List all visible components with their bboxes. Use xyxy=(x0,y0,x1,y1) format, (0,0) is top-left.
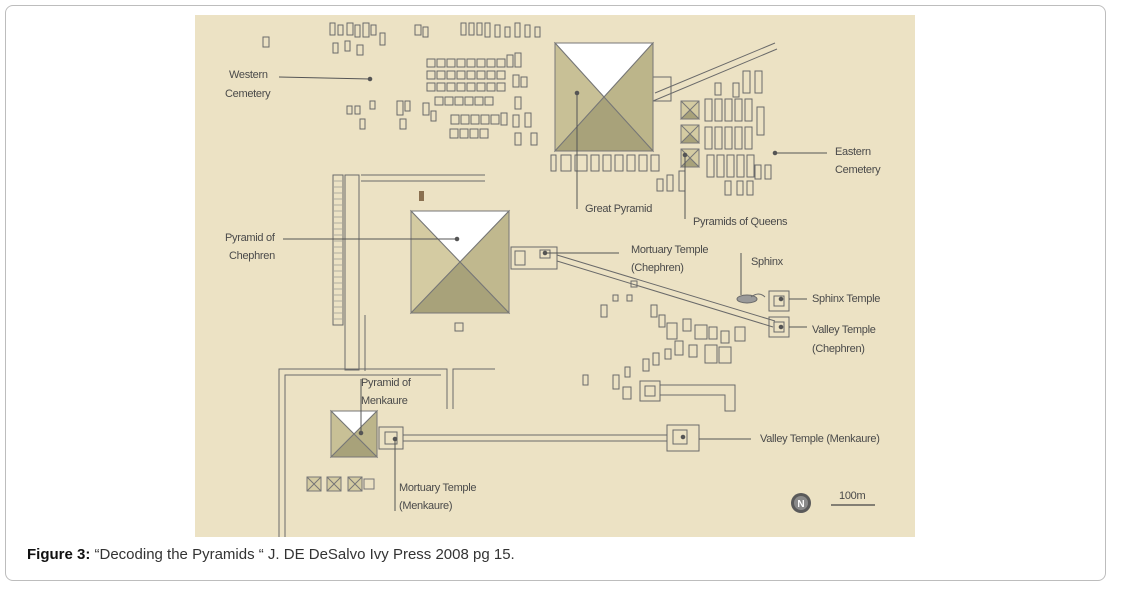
western-cemetery-tombs xyxy=(262,22,541,146)
label-valley-temple-chephren-2: (Chephren) xyxy=(812,343,865,355)
label-western-cemetery-2: Cemetery xyxy=(225,88,271,100)
pyramid-of-chephren xyxy=(409,209,511,315)
pyramid-of-menkaure xyxy=(329,409,379,459)
label-mortuary-temple-chephren-2: (Chephren) xyxy=(631,262,684,274)
label-valley-temple-chephren-1: Valley Temple xyxy=(812,324,876,336)
label-great-pyramid: Great Pyramid xyxy=(585,203,652,215)
north-letter: N xyxy=(797,499,804,510)
label-mortuary-temple-chephren-1: Mortuary Temple xyxy=(631,244,708,256)
giza-plateau-map: Western Cemetery Eastern Cemetery Great … xyxy=(195,15,915,537)
label-eastern-cemetery-2: Cemetery xyxy=(835,164,881,176)
label-mortuary-temple-menkaure-1: Mortuary Temple xyxy=(399,482,476,494)
label-valley-temple-menkaure: Valley Temple (Menkaure) xyxy=(760,433,880,445)
sphinx-and-temples xyxy=(736,290,790,338)
label-pyramid-of-menkaure-2: Menkaure xyxy=(361,395,408,407)
eastern-cemetery-tombs xyxy=(650,70,772,196)
scale-label: 100m xyxy=(839,490,865,502)
label-mortuary-temple-menkaure-2: (Menkaure) xyxy=(399,500,452,512)
caption-text: “Decoding the Pyramids “ J. DE DeSalvo I… xyxy=(90,546,515,563)
queens-pyramids xyxy=(679,100,701,168)
label-sphinx-temple: Sphinx Temple xyxy=(812,293,880,305)
label-pyramid-of-chephren-1: Pyramid of xyxy=(225,232,276,244)
label-pyramid-of-menkaure-1: Pyramid of xyxy=(361,377,412,389)
great-pyramid xyxy=(553,41,655,153)
map-labels: Western Cemetery Eastern Cemetery Great … xyxy=(225,69,881,512)
label-sphinx: Sphinx xyxy=(751,256,784,268)
caption-label: Figure 3: xyxy=(27,546,91,563)
label-pyramid-of-chephren-2: Chephren xyxy=(229,250,275,262)
north-arrow-icon: N xyxy=(791,493,811,513)
scale-bar: 100m xyxy=(831,490,875,506)
label-pyramids-of-queens: Pyramids of Queens xyxy=(693,216,788,228)
label-eastern-cemetery-1: Eastern xyxy=(835,146,871,158)
workers-barracks-hatching xyxy=(334,180,342,320)
label-western-cemetery-1: Western xyxy=(229,69,268,81)
figure-caption: Figure 3: “Decoding the Pyramids “ J. DE… xyxy=(27,546,515,563)
